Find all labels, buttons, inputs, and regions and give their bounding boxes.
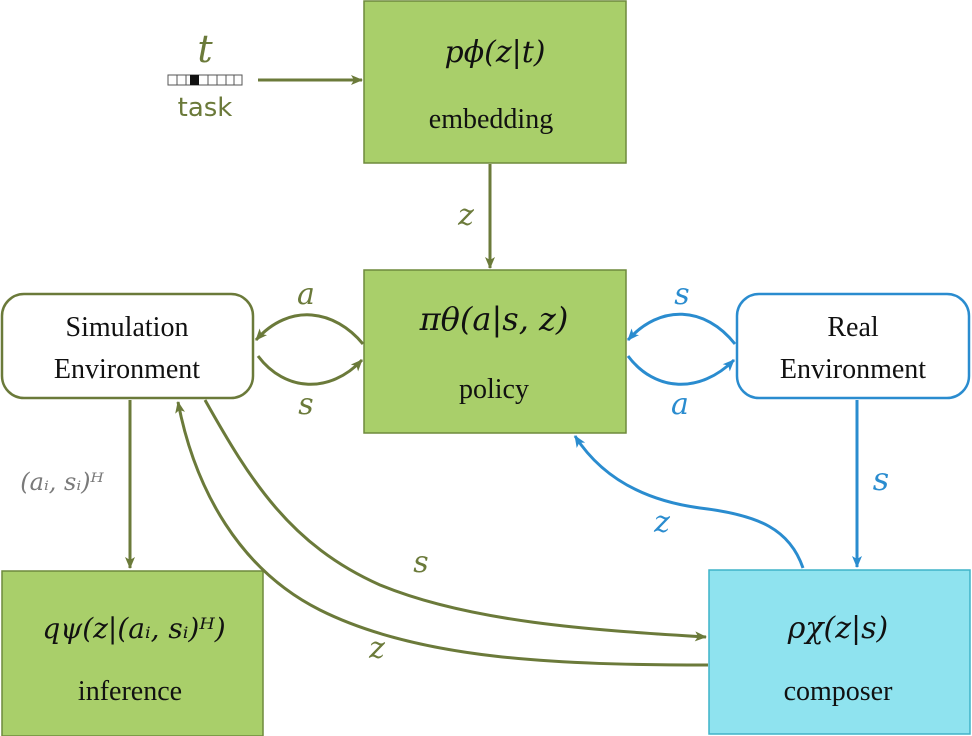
edge-policy-to-real: a	[626, 355, 736, 422]
simulation-environment-node: Simulation Environment	[0, 292, 255, 400]
edge-policy-real-label: a	[671, 387, 689, 422]
embedding-label: embedding	[429, 104, 553, 135]
edge-policy-to-sim: a	[254, 277, 365, 345]
edge-composer-policy-label: z	[653, 505, 670, 540]
real-env-line1: Real	[827, 312, 879, 343]
task-onehot-icon	[167, 74, 243, 86]
sim-env-line1: Simulation	[66, 312, 189, 343]
edge-policy-sim-label: a	[297, 277, 315, 312]
real-env-line2: Environment	[780, 354, 926, 385]
embedding-formula: pϕ(z|t)	[444, 35, 545, 70]
edge-composer-to-policy: z	[573, 435, 805, 569]
task-symbol: t	[197, 27, 213, 71]
edge-sim-to-policy: s	[256, 355, 364, 422]
sim-env-line2: Environment	[54, 354, 200, 385]
edge-sim-to-inference: (aᵢ, sᵢ)ᴴ	[20, 400, 135, 569]
edge-sim-composer-label: s	[413, 545, 428, 580]
edge-real-composer-label: s	[873, 460, 889, 498]
embedding-node: pϕ(z|t) embedding	[363, 0, 627, 164]
task-indicator: t task	[167, 27, 243, 123]
edge-sim-to-composer: s	[203, 399, 707, 642]
edge-sim-inference-label: (aᵢ, sᵢ)ᴴ	[20, 468, 104, 496]
policy-label: policy	[459, 374, 529, 405]
edge-sim-policy-label: s	[298, 387, 313, 422]
inference-node: qψ(z|(aᵢ, sᵢ)ᴴ) inference	[1, 570, 264, 736]
policy-node: πθ(a|s, z) policy	[363, 269, 627, 434]
edge-real-to-composer: s	[852, 400, 889, 568]
inference-formula: qψ(z|(aᵢ, sᵢ)ᴴ)	[42, 612, 225, 645]
real-environment-node: Real Environment	[735, 292, 971, 400]
edge-real-policy-label: s	[674, 277, 689, 312]
composer-formula: ρχ(z|s)	[787, 611, 889, 646]
task-label: task	[178, 93, 233, 123]
composer-label: composer	[784, 676, 894, 707]
edge-embedding-policy-label: z	[457, 198, 474, 233]
edge-composer-sim-label: z	[368, 631, 385, 666]
composer-node: ρχ(z|s) composer	[708, 569, 971, 735]
policy-formula: πθ(a|s, z)	[419, 300, 569, 338]
edge-composer-to-sim: z	[175, 401, 709, 667]
edge-embedding-to-policy: z	[457, 164, 495, 269]
inference-label: inference	[78, 676, 182, 707]
edge-real-to-policy: s	[626, 277, 737, 345]
